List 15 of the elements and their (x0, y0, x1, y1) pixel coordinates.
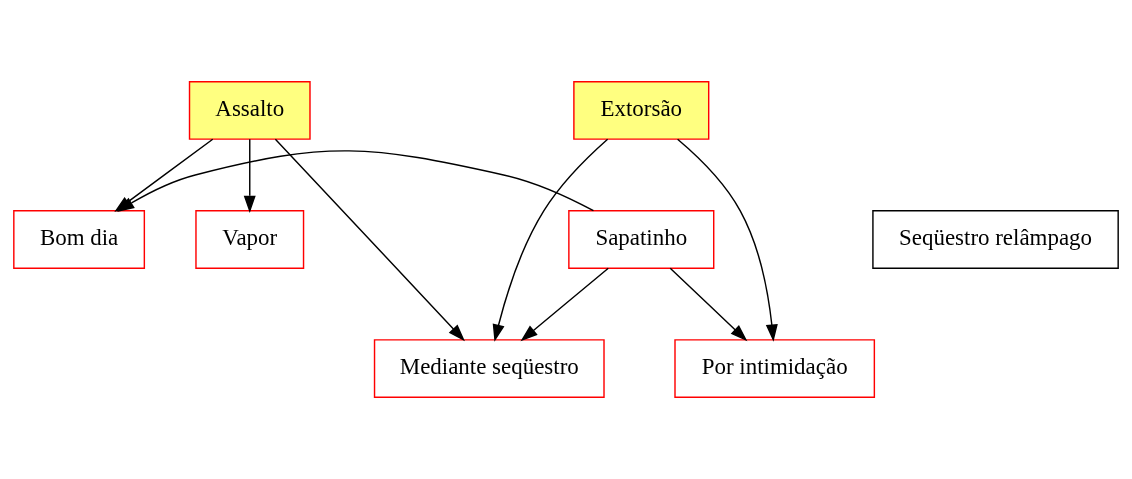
node-box: Vapor (195, 210, 305, 269)
node-box: Seqüestro relâmpago (872, 210, 1119, 269)
node-box: Assalto (188, 81, 311, 140)
node-box: Extorsão (573, 81, 710, 140)
node-box: Sapatinho (568, 210, 715, 269)
node-box: Bom dia (13, 210, 146, 269)
arrow (243, 138, 256, 213)
arrow (669, 267, 748, 342)
arrow (492, 138, 609, 342)
arrow (117, 150, 595, 212)
arrow (274, 138, 465, 342)
node-box: Mediante seqüestro (373, 339, 605, 398)
arrow (676, 138, 778, 342)
node-box: Por intimidação (674, 339, 876, 398)
arrow (520, 267, 610, 342)
